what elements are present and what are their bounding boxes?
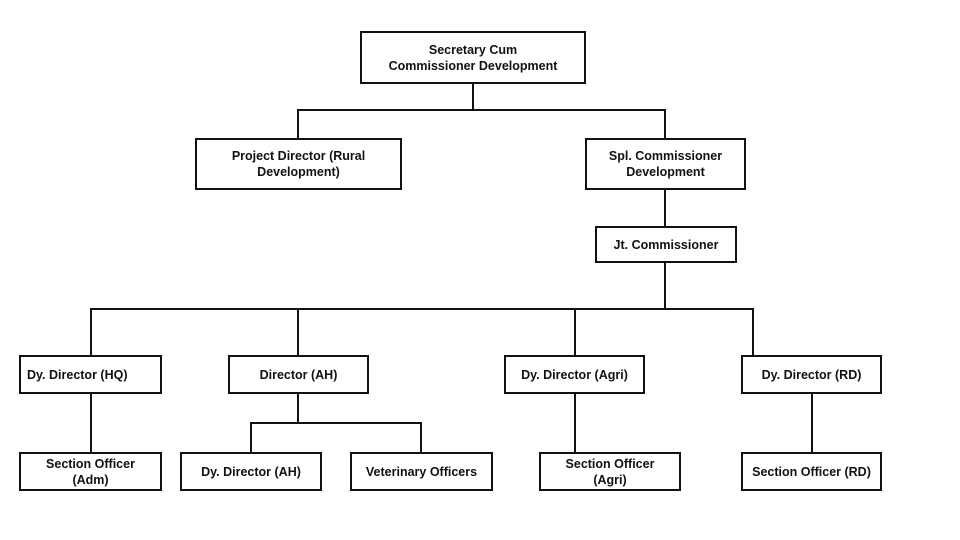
node-veterinary-officers: Veterinary Officers [350,452,493,491]
node-section-officer-adm: Section Officer (Adm) [19,452,162,491]
node-secretary: Secretary Cum Commissioner Development [360,31,586,84]
node-jt-commissioner: Jt. Commissioner [595,226,737,263]
node-dy-director-ah: Dy. Director (AH) [180,452,322,491]
node-section-officer-rd: Section Officer (RD) [741,452,882,491]
node-project-director: Project Director (Rural Development) [195,138,402,190]
node-dy-director-hq: Dy. Director (HQ) [19,355,162,394]
node-spl-commissioner: Spl. Commissioner Development [585,138,746,190]
node-dy-director-rd: Dy. Director (RD) [741,355,882,394]
node-director-ah: Director (AH) [228,355,369,394]
node-section-officer-agri: Section Officer (Agri) [539,452,681,491]
node-dy-director-agri: Dy. Director (Agri) [504,355,645,394]
